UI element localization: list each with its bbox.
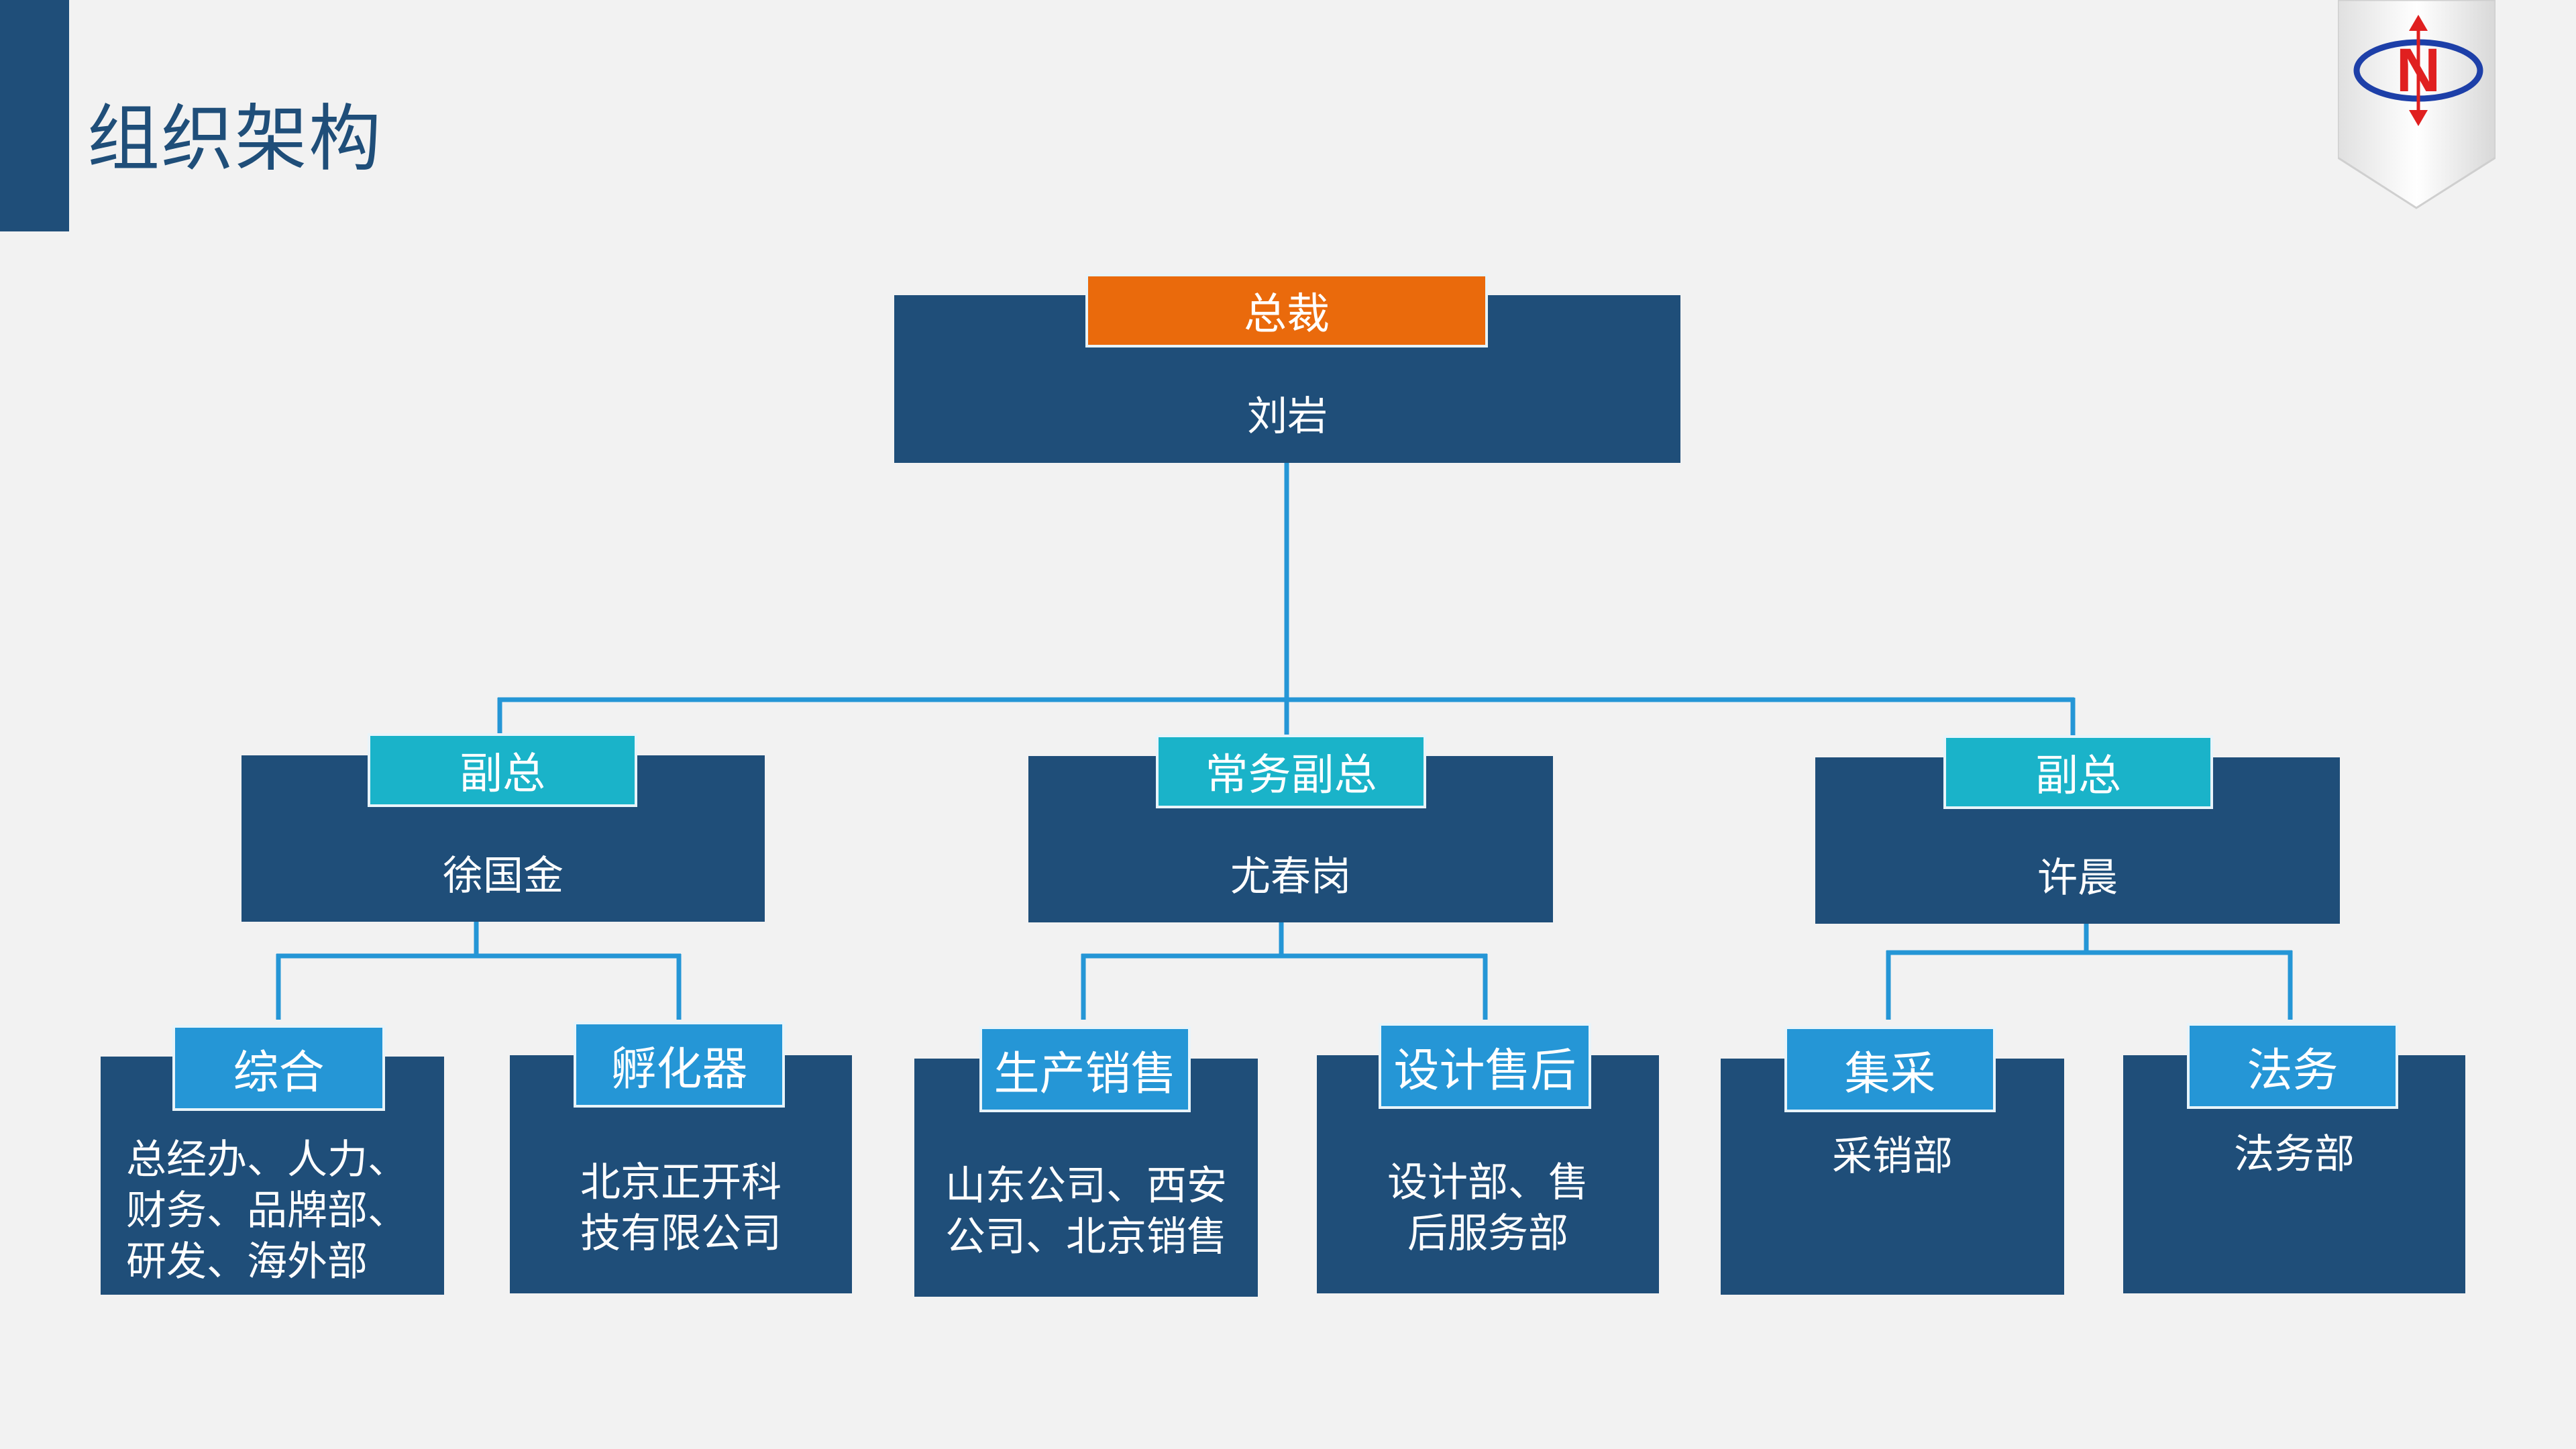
department-label-tag: 生产销售 bbox=[979, 1026, 1191, 1112]
department-label-tag: 集采 bbox=[1784, 1026, 1996, 1112]
department-box: 法务部 bbox=[2123, 1055, 2465, 1293]
vp-role-tag: 副总 bbox=[1943, 735, 2213, 809]
vp-name: 徐国金 bbox=[443, 852, 564, 900]
page-title: 组织架构 bbox=[87, 97, 383, 181]
department-content: 法务部 bbox=[2234, 1130, 2355, 1178]
department-label-tag: 综合 bbox=[172, 1025, 385, 1111]
department-label-tag: 设计售后 bbox=[1379, 1023, 1591, 1109]
department-content: 山东公司、西安 公司、北京销售 bbox=[945, 1162, 1227, 1260]
vp-role-tag: 副总 bbox=[368, 733, 637, 807]
department-content: 总经办、人力、 财务、品牌部、 研发、海外部 bbox=[126, 1136, 408, 1285]
title-accent-bar bbox=[0, 0, 69, 231]
department-content: 设计部、售 后服务部 bbox=[1387, 1159, 1589, 1257]
department-label-tag: 法务 bbox=[2187, 1023, 2398, 1109]
vp-name: 尤春岗 bbox=[1230, 853, 1351, 900]
department-content: 北京正开科 技有限公司 bbox=[580, 1159, 782, 1257]
president-name: 刘岩 bbox=[1247, 392, 1328, 440]
logo-letter: N bbox=[2396, 36, 2440, 105]
department-label-tag: 孵化器 bbox=[574, 1022, 785, 1108]
vp-name: 许晨 bbox=[2037, 854, 2118, 902]
company-logo-icon: N bbox=[2337, 0, 2497, 211]
vp-role-tag: 常务副总 bbox=[1156, 735, 1426, 808]
president-role-tag: 总裁 bbox=[1085, 274, 1488, 347]
department-content: 采销部 bbox=[1832, 1133, 1953, 1180]
